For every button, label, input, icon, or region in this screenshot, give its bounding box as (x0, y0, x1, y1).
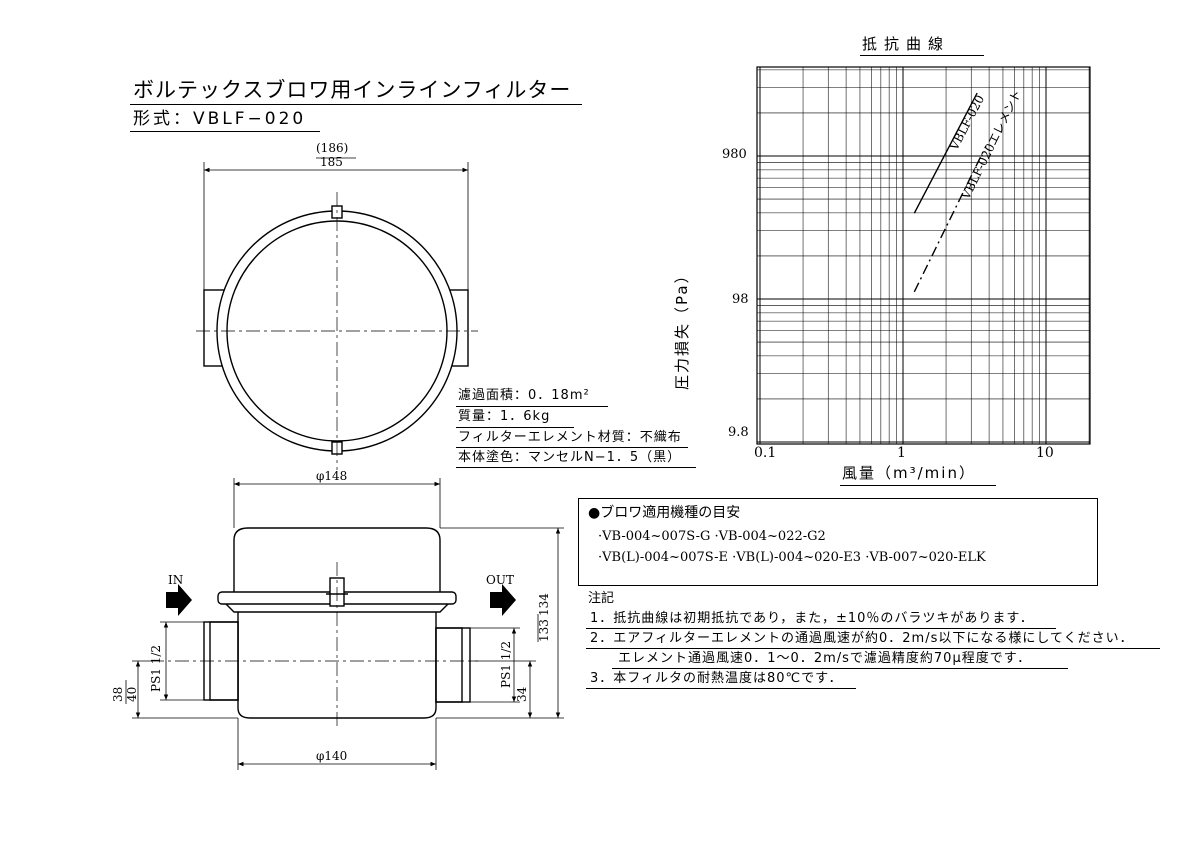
series-label-vblf-020: VBLF-020 (946, 93, 987, 154)
y-tick-label: 98 (732, 292, 749, 307)
top-width: 185 (320, 155, 343, 169)
note-item: 1．抵抗曲線は初期抵抗であり，また，±10％のバラツキがあります． (590, 611, 1034, 626)
notes-heading: 注記 (588, 591, 615, 606)
spec-mass: 質量：1．6kg (458, 409, 551, 424)
model-underline (130, 131, 320, 132)
spec-body-color: 本体塗色：マンセルN−1．5（黒） (458, 450, 682, 465)
x-tick-label: 10 (1036, 445, 1054, 461)
spec-element-material: フィルターエレメント材質：不織布 (458, 430, 682, 445)
height-133: 133 (537, 619, 551, 642)
chart-series (913, 92, 987, 293)
chart-title-underline (860, 55, 984, 56)
spec-underline (456, 467, 696, 468)
dim-38: 38 (111, 687, 125, 702)
chart-frame (756, 66, 1091, 445)
spec-filter-area: 濾過面積：0．18m² (458, 388, 590, 403)
y-tick-label: 9.8 (728, 425, 749, 440)
applicable-models-line: ·VB-004~007S-G ·VB-004~022-G2 (598, 529, 826, 544)
chart-title: 抵抗曲線 (862, 35, 951, 53)
in-arrow-icon (166, 584, 192, 616)
dim-34: 34 (515, 686, 529, 702)
spec-underline (456, 406, 608, 407)
applicable-models-heading: ●ブロワ適用機種の目安 (588, 505, 741, 521)
series-line (913, 92, 978, 214)
note-underline (586, 628, 1056, 629)
note-item: エレメント通過風速0．1〜0．2m/sで濾過精度約70μ程度です． (618, 651, 1032, 666)
port-right-size: PS1 1/2 (499, 641, 513, 688)
chart-grid (757, 67, 1090, 444)
note-underline (586, 648, 1160, 649)
x-axis-label: 風量（m³/min） (842, 464, 976, 482)
diameter-140: φ140 (316, 749, 347, 763)
diameter-148: φ148 (316, 469, 347, 483)
dim-40: 40 (125, 687, 139, 702)
note-underline (612, 668, 1068, 669)
y-tick-label: 980 (722, 147, 747, 162)
spec-underline (456, 447, 688, 448)
applicable-models-box (578, 498, 1098, 586)
series-line (913, 145, 987, 293)
x-tick-label: 0.1 (754, 445, 777, 461)
side-view (132, 478, 564, 770)
page-title: ボルテックスブロワ用インラインフィルター (133, 78, 572, 102)
out-label: OUT (486, 573, 514, 587)
note-underline (586, 688, 856, 689)
spec-underline (456, 427, 574, 428)
in-label: IN (168, 573, 183, 587)
title-underline (130, 104, 582, 105)
note-item: 3．本フィルタの耐熱温度は80℃です． (590, 671, 843, 686)
x-axis-label-underline (840, 485, 996, 486)
x-tick-label: 1 (897, 445, 906, 461)
note-item: 2．エアフィルターエレメントの通過風速が約0．2m/s以下になる様にしてください… (590, 631, 1134, 646)
top-view (196, 162, 478, 470)
applicable-models-line: ·VB(L)-004~007S-E ·VB(L)-004~020-E3 ·VB-… (598, 550, 986, 565)
model-number: 形式：VBLF−020 (133, 109, 307, 129)
out-arrow-icon (490, 584, 516, 616)
height-134: 134 (537, 593, 551, 616)
top-width-ref: (186) (316, 141, 348, 155)
port-left-size: PS1 1/2 (149, 645, 163, 692)
